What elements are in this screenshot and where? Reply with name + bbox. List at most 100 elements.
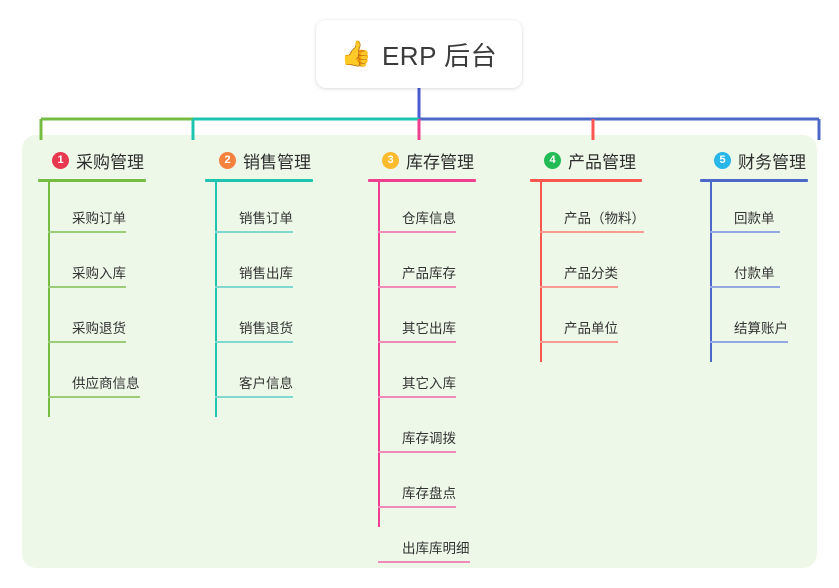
leaf-item-rule: [540, 341, 618, 343]
leaf-item[interactable]: 供应商信息: [48, 347, 146, 402]
leaf-item-label: 回款单: [734, 211, 775, 226]
leaf-item-rule: [378, 561, 470, 563]
leaf-item-label: 销售出库: [239, 266, 293, 281]
leaf-item-label: 销售退货: [239, 321, 293, 336]
branch-trunk-line: [540, 182, 542, 362]
branch-title: 财务管理: [738, 152, 806, 172]
leaf-item-rule: [378, 341, 456, 343]
leaf-item-rule: [540, 286, 618, 288]
leaf-item-label: 供应商信息: [72, 376, 140, 391]
leaf-item-rule: [378, 451, 456, 453]
leaf-item[interactable]: 其它入库: [378, 347, 476, 402]
leaf-item-label: 结算账户: [734, 321, 788, 336]
leaf-item[interactable]: 采购入库: [48, 237, 146, 292]
branch-title: 产品管理: [568, 152, 636, 172]
leaf-item-label: 采购退货: [72, 321, 126, 336]
leaf-item[interactable]: 产品库存: [378, 237, 476, 292]
leaf-item-label: 采购入库: [72, 266, 126, 281]
branch-header-rule: [530, 179, 642, 182]
branch-title: 销售管理: [243, 152, 311, 172]
leaf-item[interactable]: 产品分类: [540, 237, 642, 292]
leaf-item-rule: [710, 341, 788, 343]
leaf-item-rule: [48, 286, 126, 288]
leaf-item-rule: [215, 341, 293, 343]
branch-header-5[interactable]: 5 财务管理: [700, 148, 808, 172]
branch-column-1: 1 采购管理采购订单采购入库采购退货供应商信息: [38, 148, 146, 417]
leaf-item-label: 产品分类: [564, 266, 618, 281]
leaf-item[interactable]: 仓库信息: [378, 182, 476, 237]
leaf-item[interactable]: 客户信息: [215, 347, 313, 402]
leaf-item-label: 出库库明细: [402, 541, 470, 556]
leaf-item[interactable]: 结算账户: [710, 292, 808, 347]
leaf-item[interactable]: 其它出库: [378, 292, 476, 347]
diagram-board-background: [22, 135, 817, 568]
leaf-item-rule: [710, 286, 780, 288]
branch-column-3: 3 库存管理仓库信息产品库存其它出库其它入库库存调拨库存盘点出库库明细: [368, 148, 476, 567]
leaf-item[interactable]: 回款单: [710, 182, 808, 237]
leaf-item-rule: [378, 286, 456, 288]
branch-number-badge: 3: [382, 151, 399, 169]
leaf-item-rule: [540, 231, 644, 233]
leaf-item-label: 采购订单: [72, 211, 126, 226]
leaf-item-rule: [48, 341, 126, 343]
branch-leaf-list: 回款单付款单结算账户: [700, 182, 808, 362]
root-node[interactable]: 👍 ERP 后台: [316, 20, 522, 88]
branch-header-1[interactable]: 1 采购管理: [38, 148, 146, 172]
branch-number-badge: 4: [544, 151, 561, 169]
leaf-item-rule: [215, 231, 293, 233]
branch-title: 库存管理: [406, 152, 474, 172]
branch-number-badge: 1: [52, 151, 69, 169]
leaf-item-rule: [378, 396, 456, 398]
leaf-item[interactable]: 采购退货: [48, 292, 146, 347]
leaf-item-label: 其它入库: [402, 376, 456, 391]
branch-trunk-line: [378, 182, 380, 527]
leaf-item-label: 产品单位: [564, 321, 618, 336]
leaf-item[interactable]: 库存调拨: [378, 402, 476, 457]
leaf-item-rule: [215, 396, 293, 398]
leaf-item-label: 其它出库: [402, 321, 456, 336]
leaf-item[interactable]: 库存盘点: [378, 457, 476, 512]
leaf-item[interactable]: 出库库明细: [378, 512, 476, 567]
leaf-item-label: 销售订单: [239, 211, 293, 226]
leaf-item-label: 仓库信息: [402, 211, 456, 226]
leaf-item[interactable]: 销售退货: [215, 292, 313, 347]
branch-leaf-list: 仓库信息产品库存其它出库其它入库库存调拨库存盘点出库库明细: [368, 182, 476, 567]
leaf-item-label: 库存盘点: [402, 486, 456, 501]
leaf-item-label: 付款单: [734, 266, 775, 281]
leaf-item[interactable]: 采购订单: [48, 182, 146, 237]
root-node-label: ERP 后台: [381, 40, 498, 71]
leaf-item-label: 产品（物料）: [564, 211, 645, 226]
leaf-item-label: 客户信息: [239, 376, 293, 391]
branch-header-rule: [205, 179, 313, 182]
branch-leaf-list: 销售订单销售出库销售退货客户信息: [205, 182, 313, 417]
branch-header-3[interactable]: 3 库存管理: [368, 148, 476, 172]
leaf-item[interactable]: 产品（物料）: [540, 182, 645, 237]
leaf-item[interactable]: 付款单: [710, 237, 808, 292]
branch-number-badge: 5: [714, 151, 731, 169]
branch-header-rule: [368, 179, 476, 182]
leaf-item-rule: [378, 231, 456, 233]
branch-header-rule: [700, 179, 808, 182]
leaf-item-label: 库存调拨: [402, 431, 456, 446]
branch-leaf-list: 采购订单采购入库采购退货供应商信息: [38, 182, 146, 417]
branch-header-4[interactable]: 4 产品管理: [530, 148, 642, 172]
leaf-item-rule: [378, 506, 456, 508]
branch-trunk-line: [710, 182, 712, 362]
branch-column-4: 4 产品管理产品（物料） 产品分类产品单位: [530, 148, 645, 362]
leaf-item[interactable]: 产品单位: [540, 292, 642, 347]
branch-column-5: 5 财务管理回款单付款单结算账户: [700, 148, 808, 362]
leaf-item-rule: [215, 286, 293, 288]
leaf-item[interactable]: 销售订单: [215, 182, 313, 237]
leaf-item-label: 产品库存: [402, 266, 456, 281]
branch-trunk-line: [48, 182, 50, 417]
branch-leaf-list: 产品（物料） 产品分类产品单位: [530, 182, 645, 362]
leaf-item-rule: [48, 231, 126, 233]
leaf-item[interactable]: 销售出库: [215, 237, 313, 292]
thumbs-up-icon: 👍: [340, 39, 372, 68]
branch-trunk-line: [215, 182, 217, 417]
branch-title: 采购管理: [76, 152, 144, 172]
